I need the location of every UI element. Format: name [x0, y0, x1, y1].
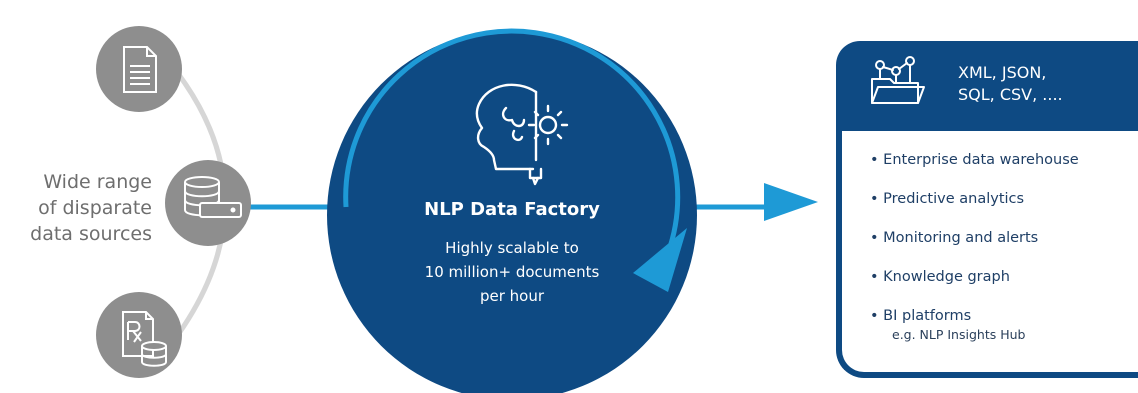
- source-item-document: [96, 26, 182, 112]
- output-arrow-icon: [764, 183, 818, 221]
- output-panel-header: [836, 41, 1138, 131]
- use-case-item: • Knowledge graph: [870, 266, 1079, 305]
- output-panel-body: [836, 131, 1138, 378]
- output-formats: XML, JSON, SQL, CSV, ....: [958, 62, 1063, 106]
- database-server-icon: [184, 176, 242, 218]
- use-case-item: • BI platforms e.g. NLP Insights Hub: [870, 305, 1079, 344]
- use-case-item: • Monitoring and alerts: [870, 227, 1079, 266]
- document-icon: [123, 46, 157, 93]
- hub-title: NLP Data Factory: [424, 199, 600, 220]
- use-case-label: • BI platforms: [870, 308, 972, 324]
- hub-subtitle-line-3: per hour: [479, 287, 545, 305]
- use-case-list: • Enterprise data warehouse • Predictive…: [870, 149, 1079, 344]
- hub-subtitle-line-1: Highly scalable to: [445, 239, 579, 257]
- use-case-label: • Enterprise data warehouse: [870, 152, 1079, 168]
- use-case-item: • Predictive analytics: [870, 188, 1079, 227]
- source-item-database: [165, 160, 251, 246]
- formats-line-1: XML, JSON,: [958, 63, 1047, 82]
- hub-subtitle-line-2: 10 million+ documents: [424, 263, 600, 281]
- sources-label-line-1: Wide range: [43, 171, 152, 193]
- source-item-prescription: [96, 292, 182, 378]
- use-case-label: • Predictive analytics: [870, 191, 1025, 207]
- sources-label-line-3: data sources: [30, 223, 152, 245]
- folder-network-icon: [871, 56, 925, 104]
- formats-line-2: SQL, CSV, ....: [958, 85, 1063, 104]
- use-case-note: e.g. NLP Insights Hub: [892, 327, 1026, 342]
- hub-subtitle: Highly scalable to 10 million+ documents…: [380, 236, 644, 308]
- use-case-item: • Enterprise data warehouse: [870, 149, 1079, 188]
- prescription-database-icon: [122, 311, 167, 367]
- sources-label: Wide range of disparate data sources: [16, 169, 152, 247]
- hub-cycle-arrowhead-icon: [633, 228, 687, 292]
- head-gear-icon: [475, 83, 569, 186]
- hub-cycle-arc: [343, 28, 681, 254]
- use-case-label: • Knowledge graph: [870, 269, 1010, 285]
- use-case-label: • Monitoring and alerts: [870, 230, 1039, 246]
- sources-label-line-2: of disparate: [38, 197, 152, 219]
- hub-circle: [327, 30, 697, 393]
